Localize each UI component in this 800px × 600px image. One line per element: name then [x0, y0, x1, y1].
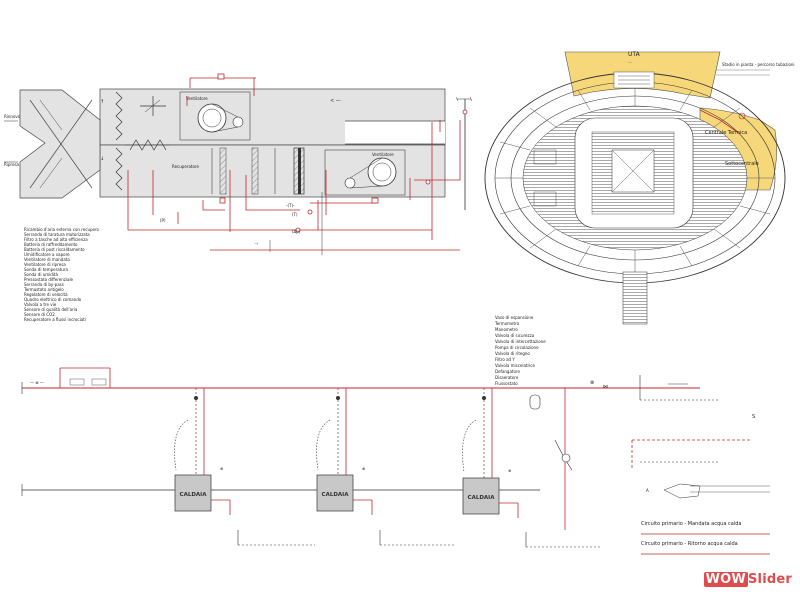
svg-text:(P): (P) — [160, 218, 166, 223]
svg-text:↓: ↓ — [100, 156, 104, 162]
boiler-3: CALDAIA ⊕ — [462, 388, 600, 548]
svg-text:Recuperatore a flussi incrocia: Recuperatore a flussi incrociati — [24, 317, 86, 322]
svg-text:S: S — [752, 414, 755, 420]
svg-text:Disaeratore: Disaeratore — [495, 375, 519, 380]
legend-ahu: Ricambio d'aria esterna con recupero Ser… — [23, 227, 100, 322]
svg-text:Pompa di circolazione: Pompa di circolazione — [495, 345, 539, 350]
svg-text:Vaso di espansione: Vaso di espansione — [495, 315, 534, 320]
svg-text:Sensore di qualità dell'aria: Sensore di qualità dell'aria — [24, 307, 78, 312]
svg-text:Ventilatore di ripresa: Ventilatore di ripresa — [24, 262, 66, 267]
svg-text:Sonda di temperatura: Sonda di temperatura — [24, 267, 68, 272]
svg-text:Ventilatore di mandata: Ventilatore di mandata — [24, 257, 70, 262]
svg-text:Filtro ad Y: Filtro ad Y — [495, 357, 515, 362]
air-handling-unit: Ventilatore < — Ventilatore Recuperatore… — [4, 88, 446, 199]
stadium-plan: UTA ... Centrale Termica Sottocentrale S… — [484, 51, 795, 325]
stadium-note: Stadio in pianta - percorso tubazioni — [722, 62, 795, 67]
fan-label-1: Ventilatore — [186, 96, 208, 101]
svg-text:Quadro elettrico di comando: Quadro elettrico di comando — [24, 297, 82, 302]
legend-hydro: Vaso di espansione Termometro Manometro … — [494, 315, 546, 386]
inlet-bottom: Ripresa — [4, 162, 20, 167]
caption-primary-2: Circuito primario - Ritorno acqua calda — [641, 541, 738, 547]
svg-text:Umidificatore a vapore: Umidificatore a vapore — [24, 252, 70, 257]
return-fan — [197, 103, 227, 133]
stadium-entrance — [622, 271, 648, 325]
svg-text:Serranda di taratura motorizza: Serranda di taratura motorizzata — [24, 232, 90, 237]
zone-right-1: Centrale Termica — [705, 130, 747, 136]
svg-text:< —: < — — [330, 98, 341, 104]
svg-text:Regolatore di velocità: Regolatore di velocità — [24, 292, 68, 297]
svg-text:Valvola a tre vie: Valvola a tre vie — [24, 302, 57, 307]
svg-text:⊣: ⊣ — [254, 241, 258, 246]
svg-text:A: A — [646, 488, 649, 493]
svg-text:Serranda di by-pass: Serranda di by-pass — [24, 282, 64, 287]
zone-top-label: UTA — [628, 51, 641, 58]
svg-text:Valvola di sicurezza: Valvola di sicurezza — [495, 333, 535, 338]
ahu-black-lines — [269, 96, 473, 255]
svg-text:Sonda di umidità: Sonda di umidità — [24, 272, 58, 277]
svg-text:⋈: ⋈ — [603, 384, 608, 390]
supply-fan — [367, 157, 397, 187]
svg-text:Batteria di raffreddamento: Batteria di raffreddamento — [24, 242, 78, 247]
svg-text:⊕: ⊕ — [508, 468, 511, 473]
svg-text:Pressostato differenziale: Pressostato differenziale — [24, 277, 74, 282]
svg-text:Batteria di post riscaldamento: Batteria di post riscaldamento — [24, 247, 85, 252]
svg-text:Valvola di intercettazione: Valvola di intercettazione — [495, 339, 546, 344]
svg-text:(Δp): (Δp) — [292, 229, 301, 234]
svg-text:Valvola di ritegno: Valvola di ritegno — [495, 351, 530, 356]
heating-coil — [251, 147, 259, 195]
svg-text:Recuperatore: Recuperatore — [172, 164, 199, 169]
svg-text:⊗: ⊗ — [590, 380, 594, 386]
svg-text:Termostato antigelo: Termostato antigelo — [23, 287, 64, 292]
boiler-2-label: CALDAIA — [322, 492, 350, 498]
inlet-top: Rinnovo — [4, 114, 21, 119]
svg-text:Manometro: Manometro — [495, 327, 518, 332]
zone-top-sub: ... — [628, 59, 632, 64]
fan-label-2: Ventilatore — [372, 152, 394, 157]
cooling-coil — [219, 147, 227, 195]
svg-text:Flussostato: Flussostato — [495, 381, 518, 386]
filter-upper — [115, 91, 123, 141]
filter-bag — [129, 139, 167, 151]
boiler-1-label: CALDAIA — [180, 492, 208, 498]
svg-text:Termometro: Termometro — [494, 321, 520, 326]
svg-text:Valvola miscelatrice: Valvola miscelatrice — [495, 363, 535, 368]
svg-text:⊕: ⊕ — [220, 466, 223, 471]
zone-right-2: Sottocentrale — [725, 161, 759, 167]
svg-text:-(T)-: -(T)- — [286, 203, 295, 208]
svg-text:⊕: ⊕ — [362, 466, 365, 471]
svg-text:Sensore di CO2: Sensore di CO2 — [24, 312, 55, 317]
caption-primary-1: Circuito primario - Mandata acqua calda — [641, 521, 741, 527]
boiler-1: CALDAIA ⊕ — [174, 388, 315, 546]
svg-text:Ricambio d'aria esterna con re: Ricambio d'aria esterna con recupero — [24, 227, 100, 232]
svg-text:Defangatore: Defangatore — [495, 369, 520, 374]
hydronic-circuit: — ⊗ — CALDAIA ⊕ CALDAIA — [21, 367, 770, 548]
svg-text:— ⊗ —: — ⊗ — — [30, 380, 44, 385]
boiler-2: CALDAIA ⊕ — [316, 388, 455, 546]
boiler-3-label: CALDAIA — [468, 495, 496, 501]
svg-text:(T): (T) — [292, 212, 298, 217]
filter-lower — [115, 147, 123, 191]
svg-text:Filtro a tasche ad alta effici: Filtro a tasche ad alta efficienza — [24, 237, 88, 242]
svg-text:↑: ↑ — [100, 99, 104, 105]
